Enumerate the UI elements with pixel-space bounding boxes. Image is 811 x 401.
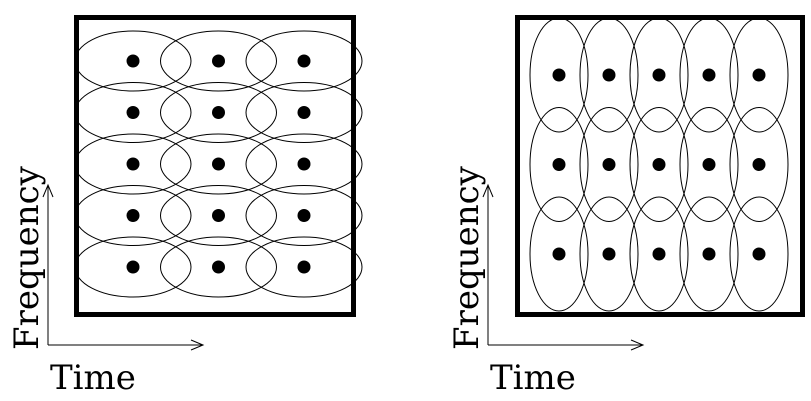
tile-center-dot: [652, 247, 666, 261]
y-axis-arrowhead: [42, 183, 54, 198]
tile-center-dot: [126, 157, 140, 171]
tile-center-dot: [297, 209, 311, 222]
dot-group: [552, 68, 766, 261]
tile-ellipse: [579, 107, 639, 222]
tile-ellipse: [245, 236, 363, 298]
tile-ellipse: [529, 196, 589, 312]
tile-ellipse: [160, 30, 277, 92]
tiling-frame: [515, 15, 805, 317]
ellipse-group: [529, 17, 789, 312]
tile-ellipse: [160, 236, 277, 298]
y-axis-label: Frequency: [447, 165, 487, 350]
panel-left: Frequency Time: [7, 15, 363, 398]
tile-center-dot: [752, 158, 766, 171]
y-axis-arrowhead: [482, 183, 494, 198]
tile-center-dot: [297, 106, 311, 119]
tile-center-dot: [297, 157, 311, 171]
tile-center-dot: [126, 260, 140, 274]
tile-center-dot: [126, 106, 140, 119]
x-axis-label: Time: [50, 358, 136, 398]
tile-center-dot: [212, 209, 225, 222]
tile-ellipse: [245, 82, 363, 143]
tile-ellipse: [579, 196, 639, 312]
tile-center-dot: [652, 68, 666, 82]
tile-ellipse: [629, 196, 689, 312]
tile-center-dot: [702, 158, 716, 171]
x-axis-label: Time: [490, 358, 576, 398]
tiling-frame: [74, 15, 356, 317]
x-axis-arrowhead: [190, 339, 205, 351]
tile-ellipse: [74, 133, 192, 195]
tile-ellipse: [160, 133, 277, 195]
tile-ellipse: [729, 107, 789, 222]
tile-ellipse: [679, 107, 739, 222]
tile-center-dot: [702, 247, 716, 261]
y-axis-label: Frequency: [7, 165, 47, 350]
tile-ellipse: [579, 17, 639, 133]
tile-ellipse: [679, 17, 739, 133]
tile-center-dot: [297, 54, 311, 68]
tile-ellipse: [160, 82, 277, 143]
panel-right: Frequency Time: [447, 15, 805, 398]
tile-center-dot: [552, 158, 566, 171]
tile-center-dot: [212, 54, 225, 68]
tile-ellipse: [74, 82, 192, 143]
dot-group: [126, 54, 311, 274]
tile-center-dot: [212, 157, 225, 171]
tile-center-dot: [126, 54, 140, 68]
tile-ellipse: [245, 30, 363, 92]
tile-ellipse: [245, 185, 363, 246]
tile-ellipse: [729, 17, 789, 133]
tile-ellipse: [729, 196, 789, 312]
x-axis-arrowhead: [630, 339, 645, 351]
tile-center-dot: [602, 247, 616, 261]
tile-ellipse: [629, 107, 689, 222]
tile-center-dot: [602, 158, 616, 171]
tile-center-dot: [552, 68, 566, 82]
ellipse-group: [74, 30, 363, 298]
tile-center-dot: [602, 68, 616, 82]
tile-center-dot: [652, 158, 666, 171]
tile-center-dot: [297, 260, 311, 274]
tile-center-dot: [126, 209, 140, 222]
axes: [42, 183, 205, 351]
tile-ellipse: [529, 107, 589, 222]
tile-ellipse: [74, 185, 192, 246]
tile-center-dot: [212, 260, 225, 274]
tile-ellipse: [74, 236, 192, 298]
tile-ellipse: [529, 17, 589, 133]
tile-ellipse: [160, 185, 277, 246]
tile-center-dot: [552, 247, 566, 261]
tile-ellipse: [629, 17, 689, 133]
tile-center-dot: [212, 106, 225, 119]
tile-center-dot: [702, 68, 716, 82]
tile-ellipse: [679, 196, 739, 312]
tile-ellipse: [245, 133, 363, 195]
tile-center-dot: [752, 68, 766, 82]
axes: [482, 183, 645, 351]
tile-center-dot: [752, 247, 766, 261]
tile-ellipse: [74, 30, 192, 92]
